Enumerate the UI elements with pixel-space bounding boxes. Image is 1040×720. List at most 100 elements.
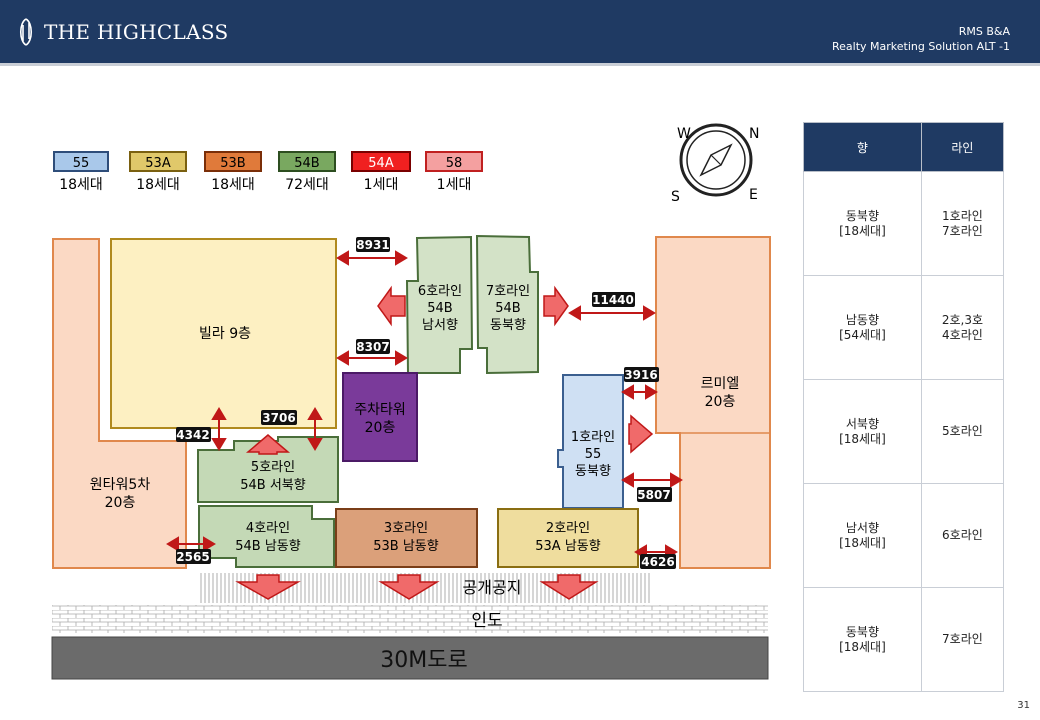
arrow-north-line5 (245, 434, 291, 455)
table-row: 서북향[18세대] 5호라인 (803, 379, 1005, 484)
row5-dir-1: 동북향 (845, 624, 879, 639)
line2-label-1: 2호라인 (546, 521, 590, 536)
table-header-direction: 향 (803, 122, 922, 172)
building-line2 (497, 508, 639, 568)
logo-text: THE HIGHCLASS (44, 20, 229, 44)
legend-item-54a: 54A 1세대 (351, 151, 411, 193)
arrow-south-line4 (235, 574, 301, 600)
road (51, 636, 769, 680)
table-row: 동북향[18세대] 7호라인 (803, 587, 1005, 692)
building-line6 (405, 235, 474, 374)
dist-11440: 11440 (592, 293, 634, 307)
row4-line-1: 6호라인 (942, 528, 983, 542)
sidewalk-label: 인도 (471, 611, 502, 631)
dist-4342: 4342 (176, 428, 209, 442)
legend-count-54a: 1세대 (364, 177, 399, 193)
dist-3916: 3916 (624, 368, 657, 382)
legend-code-54b: 54B (294, 156, 319, 171)
arrow-west-line6 (377, 285, 406, 327)
logo-icon (19, 18, 33, 46)
line4-label-2: 54B 남동향 (235, 539, 301, 554)
logo: THE HIGHCLASS (16, 16, 228, 48)
row4-dir-2: [18세대] (839, 535, 886, 550)
line1-label-3: 동북향 (575, 464, 611, 479)
legend-code-53b: 53B (220, 156, 245, 171)
line1-label-2: 55 (585, 447, 602, 462)
header-bar: THE HIGHCLASS RMS B&A Realty Marketing S… (0, 0, 1040, 66)
row4-dir-1: 남서향 (845, 520, 879, 535)
dist-8931: 8931 (356, 238, 389, 252)
line6-label-1: 6호라인 (418, 284, 462, 299)
line4-label-1: 4호라인 (246, 521, 290, 536)
legend-code-58: 58 (446, 156, 463, 171)
building-line5 (197, 436, 339, 503)
row3-line-1: 5호라인 (942, 424, 983, 438)
row2-dir-2: [54세대] (839, 327, 886, 342)
table-header-row: 향 라인 (803, 122, 1005, 172)
site-plan: 55 18세대 53A 18세대 53B 18세대 54B 72세대 54A 1… (51, 123, 771, 680)
legend-code-55: 55 (73, 156, 90, 171)
building-parking-tower (342, 372, 418, 462)
compass-n: N (749, 126, 759, 142)
legend-item-54b: 54B 72세대 (278, 151, 336, 193)
row1-line-2: 7호라인 (942, 223, 983, 238)
compass-w: W (677, 126, 691, 142)
row1-dir-2: [18세대] (839, 223, 886, 238)
table-row: 남서향[18세대] 6호라인 (803, 483, 1005, 588)
legend-item-55: 55 18세대 (53, 151, 109, 193)
dist-5807: 5807 (637, 488, 670, 502)
row3-dir-1: 서북향 (845, 416, 879, 431)
dist-3706: 3706 (262, 411, 295, 425)
arrow-east-line7 (543, 285, 569, 327)
legend-count-53a: 18세대 (136, 177, 180, 193)
building-villa (110, 238, 337, 429)
table-header-line: 라인 (920, 122, 1005, 172)
line7-label-3: 동북향 (490, 318, 526, 333)
header-line1: RMS B&A (958, 25, 1010, 38)
parking-label-1: 주차타워 (354, 402, 406, 418)
legend-item-53b: 53B 18세대 (204, 151, 262, 193)
compass-s: S (671, 189, 680, 205)
line3-label-2: 53B 남동향 (373, 539, 439, 554)
wontower-label-2: 20층 (105, 495, 136, 511)
dist-8307: 8307 (356, 340, 389, 354)
legend-code-53a: 53A (145, 156, 171, 171)
legend-item-53a: 53A 18세대 (129, 151, 187, 193)
villa-label: 빌라 9층 (199, 326, 251, 342)
legend-count-53b: 18세대 (211, 177, 255, 193)
line5-label-1: 5호라인 (251, 460, 295, 475)
legend-count-54b: 72세대 (285, 177, 329, 193)
sidewalk (52, 605, 768, 633)
compass-icon: W N S E (671, 123, 759, 205)
line1-label-1: 1호라인 (571, 430, 615, 445)
row2-dir-1: 남동향 (845, 312, 879, 327)
line3-label-1: 3호라인 (384, 521, 428, 536)
compass-e: E (749, 187, 758, 203)
arrow-south-line3 (378, 574, 440, 600)
row5-line-1: 7호라인 (942, 632, 983, 646)
dist-4626: 4626 (641, 555, 674, 569)
building-rumiel (655, 236, 771, 569)
legend: 55 18세대 53A 18세대 53B 18세대 54B 72세대 54A 1… (53, 151, 483, 193)
row1-dir-1: 동북향 (845, 208, 879, 223)
row2-line-2: 4호라인 (942, 327, 983, 342)
line5-label-2: 54B 서북향 (240, 478, 306, 493)
building-line7 (475, 234, 539, 375)
row3-dir-2: [18세대] (839, 431, 886, 446)
row2-line-1: 2호,3호 (941, 312, 984, 327)
building-line1 (557, 374, 624, 509)
line6-label-2: 54B (427, 301, 452, 316)
dist-2565: 2565 (176, 550, 209, 564)
open-space-label: 공개공지 (463, 578, 522, 597)
row1-line-1: 1호라인 (942, 208, 983, 223)
page-number: 31 (1017, 700, 1030, 711)
row5-dir-2: [18세대] (839, 639, 886, 654)
building-line3 (335, 508, 478, 568)
legend-item-58: 58 1세대 (425, 151, 483, 193)
line2-label-2: 53A 남동향 (535, 539, 600, 554)
legend-count-58: 1세대 (437, 177, 472, 193)
legend-code-54a: 54A (368, 156, 394, 171)
line7-label-2: 54B (495, 301, 520, 316)
rumiel-label-2: 20층 (705, 394, 736, 410)
